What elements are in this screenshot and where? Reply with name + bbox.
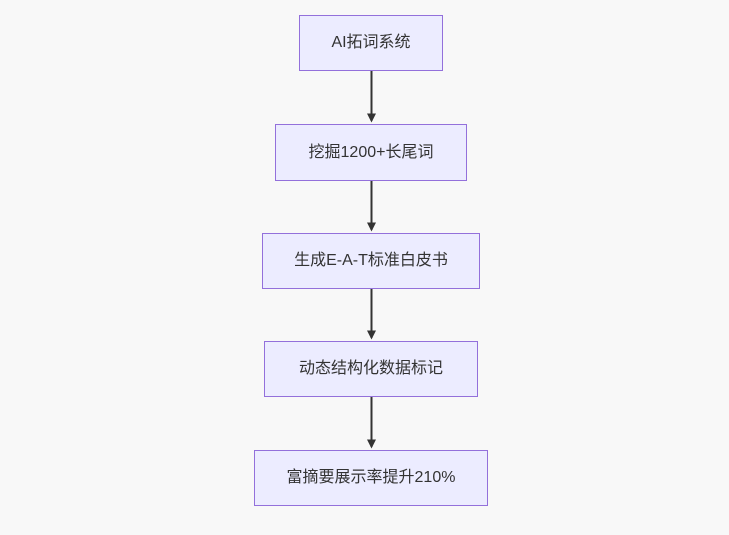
flow-node-label: AI拓词系统: [331, 34, 411, 52]
flow-node-ai-word-expansion-system: AI拓词系统: [299, 15, 443, 71]
flow-node-label: 动态结构化数据标记: [298, 360, 443, 378]
flow-node-generate-eat-whitepaper: 生成E-A-T标准白皮书: [262, 233, 480, 289]
flow-node-dynamic-structured-data-markup: 动态结构化数据标记: [264, 341, 478, 397]
flow-node-rich-snippet-rate-increase: 富摘要展示率提升210%: [254, 450, 488, 506]
flow-node-label: 富摘要展示率提升210%: [286, 469, 456, 487]
flow-node-label: 生成E-A-T标准白皮书: [294, 252, 448, 270]
flow-node-label: 挖掘1200+长尾词: [308, 143, 434, 161]
flow-node-mine-longtail-keywords: 挖掘1200+长尾词: [275, 124, 467, 181]
